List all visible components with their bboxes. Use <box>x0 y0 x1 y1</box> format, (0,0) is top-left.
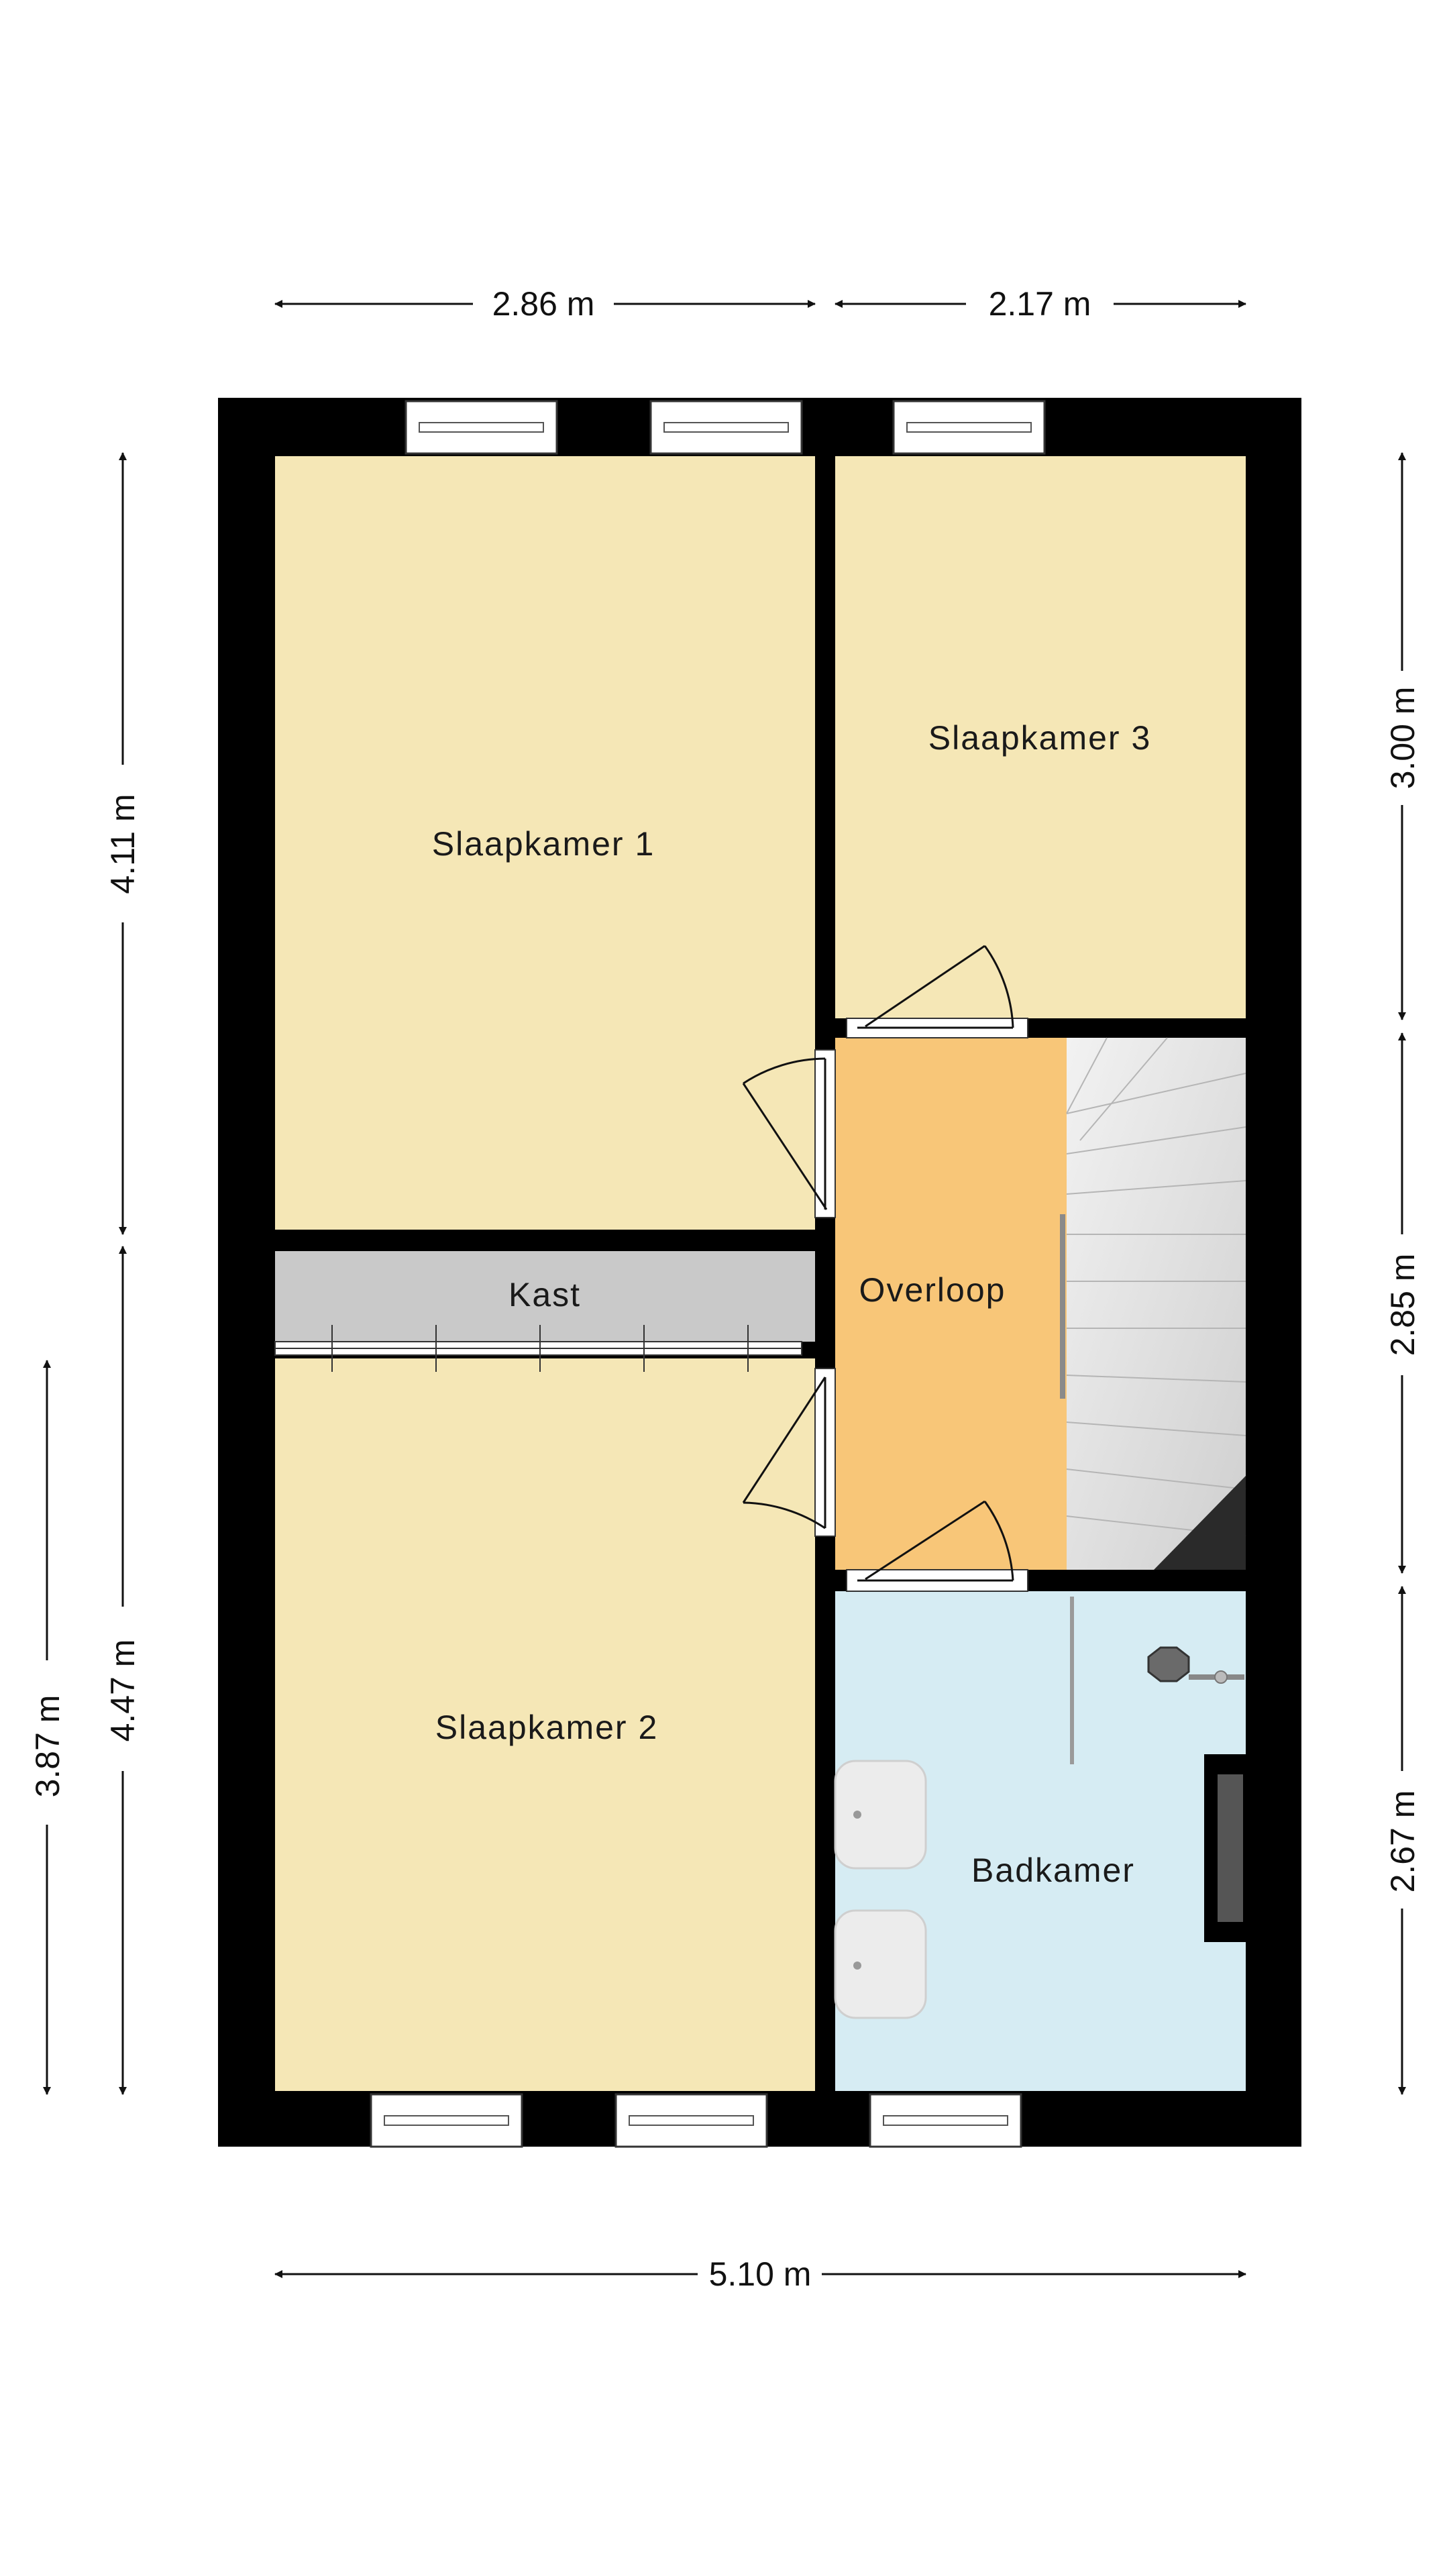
window-bottom-1 <box>370 2093 523 2148</box>
stair-void <box>1154 1476 1246 1570</box>
dimension-right-lower: 2.67 m <box>1384 1586 1421 2095</box>
dimension-right-upper-label: 3.00 m <box>1384 687 1421 790</box>
window-top-2-pane <box>663 422 789 433</box>
kast-sliding-doors <box>274 1325 802 1372</box>
dimension-bottom-label: 5.10 m <box>709 2255 812 2293</box>
dimension-top-right: 2.17 m <box>835 285 1246 323</box>
room-kast <box>275 1251 815 1342</box>
window-top-3-pane <box>906 422 1032 433</box>
room-overloop <box>835 1038 1067 1570</box>
room-slaapkamer-2 <box>275 1358 815 2091</box>
shower <box>1070 1597 1244 1764</box>
label-slaapkamer-3: Slaapkamer 3 <box>928 719 1152 757</box>
door-slaapkamer-3 <box>846 945 1028 1038</box>
window-bottom-3 <box>869 2093 1022 2148</box>
dimension-right-middle-label: 2.85 m <box>1384 1254 1421 1356</box>
dimension-left-upper: 4.11 m <box>104 452 142 1235</box>
window-bottom-2 <box>614 2093 768 2148</box>
dimension-top-left: 2.86 m <box>274 285 816 323</box>
dimension-left-outer-label: 3.87 m <box>29 1695 66 1798</box>
window-bottom-1-pane <box>384 2115 509 2126</box>
room-slaapkamer-1 <box>275 456 815 1230</box>
window-top-1 <box>405 400 558 455</box>
dimension-top-left-label: 2.86 m <box>492 285 595 323</box>
sink-2 <box>834 1909 927 2019</box>
stair-treads <box>1066 1037 1246 1537</box>
door-slaapkamer-1 <box>742 1049 836 1218</box>
label-kast: Kast <box>508 1276 581 1313</box>
door-badkamer <box>846 1500 1028 1592</box>
dimension-right-upper: 3.00 m <box>1384 452 1421 1020</box>
dimension-left-lower-label: 4.47 m <box>104 1640 142 1742</box>
label-badkamer: Badkamer <box>971 1851 1135 1889</box>
stairs <box>1067 1038 1246 1570</box>
dimension-left-upper-label: 4.11 m <box>104 794 142 894</box>
dimension-bottom: 5.10 m <box>274 2255 1246 2293</box>
window-top-2 <box>649 400 803 455</box>
dimension-right-lower-label: 2.67 m <box>1384 1790 1421 1893</box>
sink-1 <box>834 1760 927 1870</box>
window-top-3 <box>892 400 1046 455</box>
dimension-top-right-label: 2.17 m <box>989 285 1091 323</box>
label-slaapkamer-2: Slaapkamer 2 <box>435 1709 659 1746</box>
window-bottom-2-pane <box>629 2115 754 2126</box>
window-bottom-3-pane <box>883 2115 1008 2126</box>
stair-handrail <box>1060 1214 1065 1399</box>
dimension-right-middle: 2.85 m <box>1384 1032 1421 1574</box>
room-slaapkamer-3 <box>835 456 1246 1018</box>
door-slaapkamer-2 <box>742 1368 836 1537</box>
dimension-left-lower: 4.47 m <box>104 1246 142 2095</box>
label-overloop: Overloop <box>859 1271 1006 1309</box>
label-slaapkamer-1: Slaapkamer 1 <box>432 825 655 863</box>
dimension-left-outer: 3.87 m <box>29 1360 66 2095</box>
windows <box>370 400 1046 2148</box>
bathroom-niche <box>1204 1754 1246 1942</box>
window-top-1-pane <box>419 422 544 433</box>
